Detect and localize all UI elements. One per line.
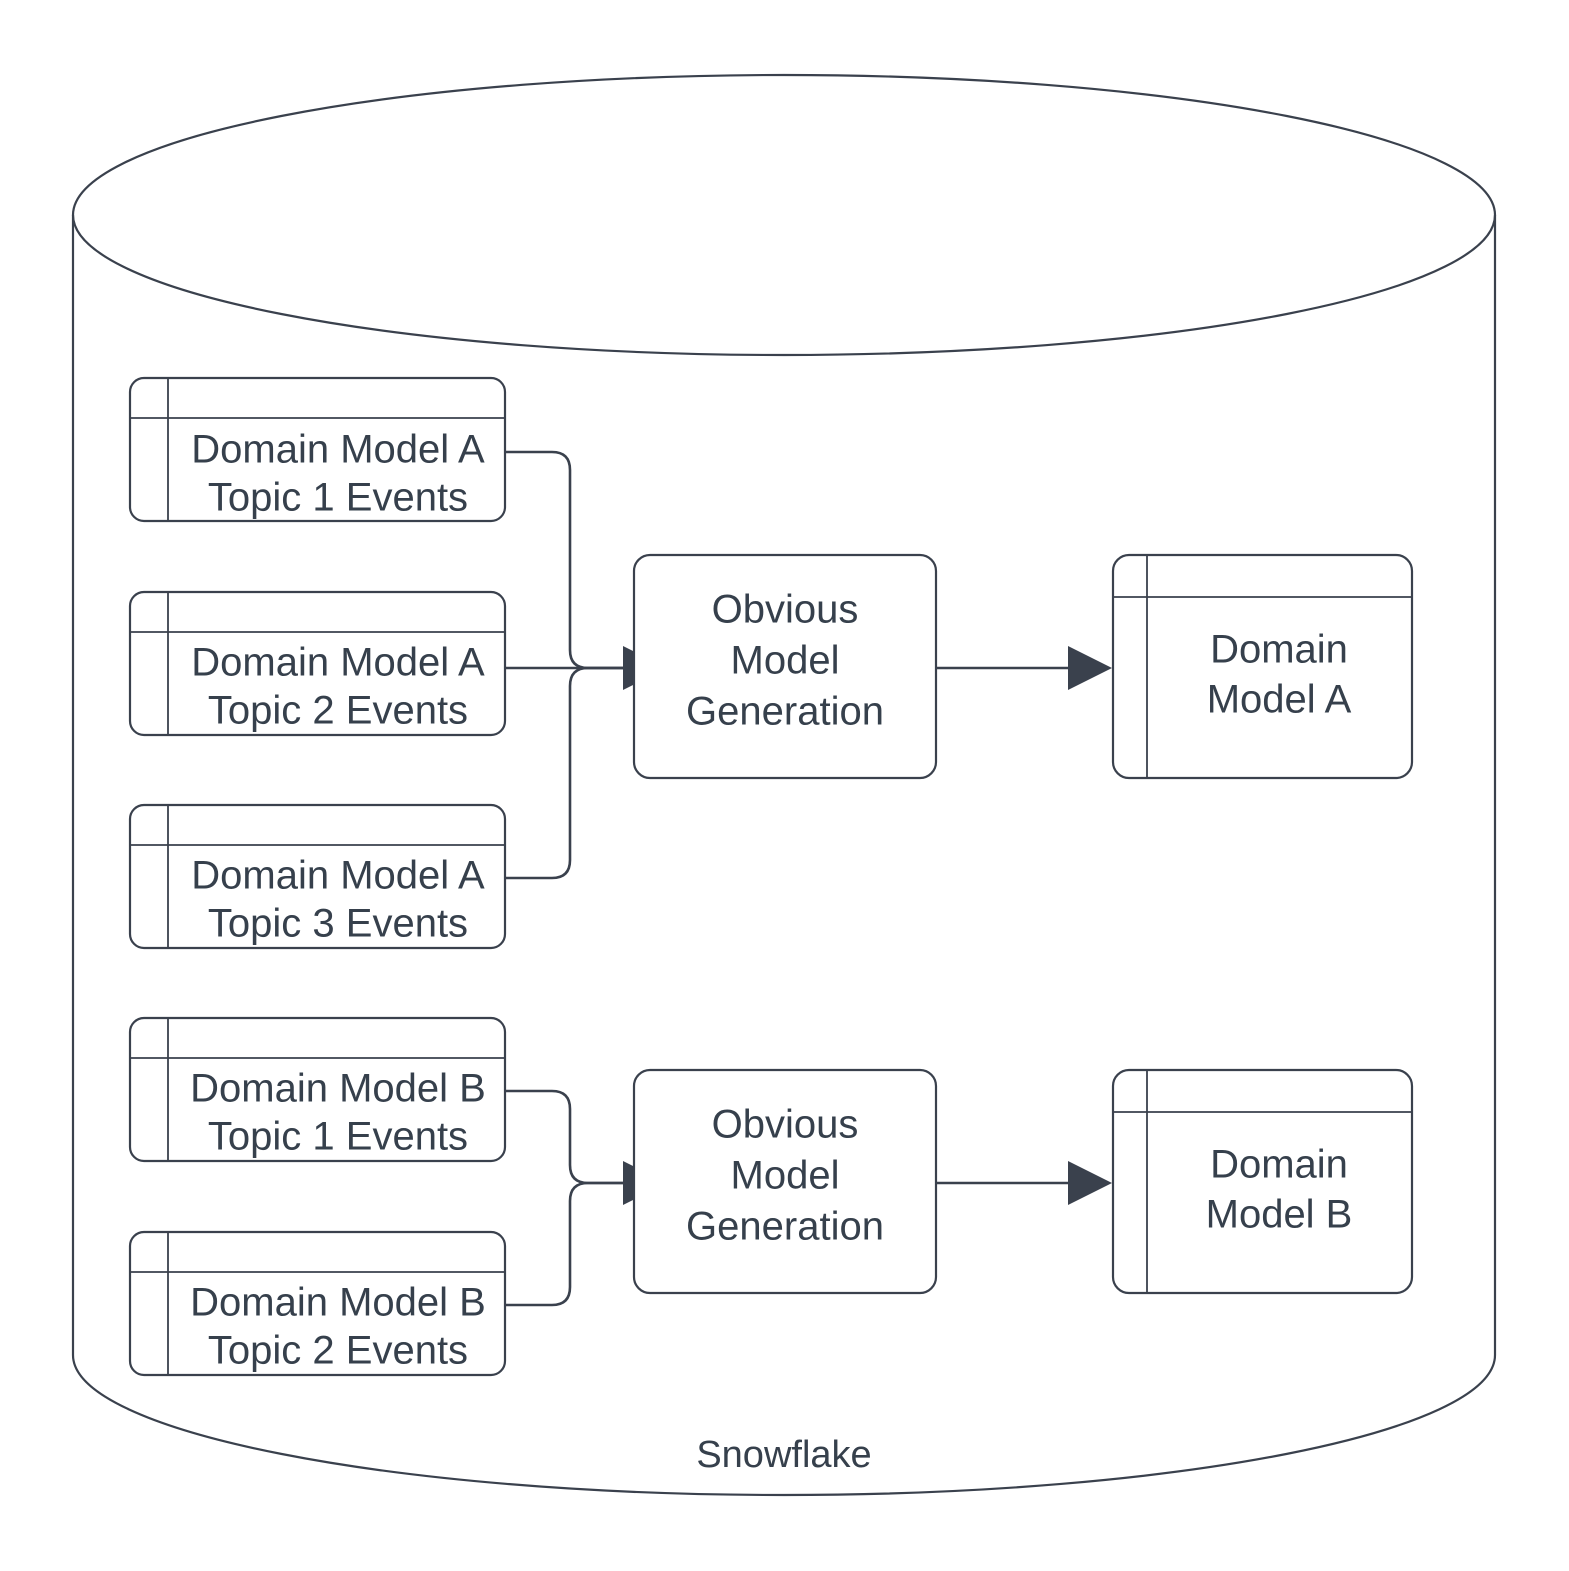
table-label-line-1: Domain Model B — [190, 1067, 486, 1111]
table-outline — [1111, 1068, 1414, 1295]
process-label-line-3: Generation — [686, 690, 884, 734]
table-label-line-1: Domain Model B — [190, 1281, 486, 1325]
table-outline — [128, 803, 507, 950]
output-table-domain-model-b[interactable]: Domain Model B — [1111, 1068, 1414, 1295]
source-table-a-topic-3[interactable]: Domain Model A Topic 3 Events — [128, 803, 507, 950]
table-label-line-2: Model A — [1207, 678, 1352, 722]
table-label-line-1: Domain Model A — [191, 428, 485, 472]
snowflake-cylinder: Snowflake — [71, 73, 1497, 1497]
connector-b-topic-1 — [505, 1089, 623, 1185]
arrowhead-into-output-a — [1068, 646, 1112, 690]
output-table-domain-model-a[interactable]: Domain Model A — [1111, 553, 1414, 780]
process-label-line-1: Obvious — [712, 588, 859, 632]
process-label-line-1: Obvious — [712, 1103, 859, 1147]
process-label-line-3: Generation — [686, 1205, 884, 1249]
arrowhead-into-output-b — [1068, 1161, 1112, 1205]
table-label-line-1: Domain Model A — [191, 854, 485, 898]
cylinder-top-ellipse — [71, 73, 1497, 357]
connector-process-b-to-output-b — [936, 1161, 1112, 1205]
table-outline — [128, 1016, 507, 1163]
table-outline — [128, 590, 507, 737]
table-outline — [128, 376, 507, 523]
table-label-line-2: Topic 2 Events — [208, 1329, 468, 1373]
snowflake-container-label: Snowflake — [696, 1434, 871, 1476]
table-outline — [128, 1230, 507, 1377]
process-label-line-2: Model — [731, 1154, 840, 1198]
cylinder-body-outline — [71, 215, 1497, 1497]
connector-a-topic-3 — [505, 666, 623, 880]
source-table-b-topic-2[interactable]: Domain Model B Topic 2 Events — [128, 1230, 507, 1377]
table-label-line-1: Domain Model A — [191, 641, 485, 685]
table-label-line-2: Topic 1 Events — [208, 476, 468, 520]
table-label-line-2: Model B — [1206, 1193, 1353, 1237]
table-label-line-1: Domain — [1210, 1143, 1348, 1187]
source-table-b-topic-1[interactable]: Domain Model B Topic 1 Events — [128, 1016, 507, 1163]
source-table-a-topic-1[interactable]: Domain Model A Topic 1 Events — [128, 376, 507, 523]
process-obvious-model-generation-a[interactable]: Obvious Model Generation — [632, 553, 938, 780]
table-label-line-1: Domain — [1210, 628, 1348, 672]
process-outline — [632, 553, 938, 780]
process-label-line-2: Model — [731, 639, 840, 683]
table-label-line-2: Topic 2 Events — [208, 689, 468, 733]
source-table-a-topic-2[interactable]: Domain Model A Topic 2 Events — [128, 590, 507, 737]
table-label-line-2: Topic 3 Events — [208, 902, 468, 946]
connector-process-a-to-output-a — [936, 646, 1112, 690]
table-outline — [1111, 553, 1414, 780]
process-obvious-model-generation-b[interactable]: Obvious Model Generation — [632, 1068, 938, 1295]
connector-a-topic-1 — [505, 450, 623, 670]
process-outline — [632, 1068, 938, 1295]
connector-b-topic-2 — [505, 1181, 623, 1307]
table-label-line-2: Topic 1 Events — [208, 1115, 468, 1159]
